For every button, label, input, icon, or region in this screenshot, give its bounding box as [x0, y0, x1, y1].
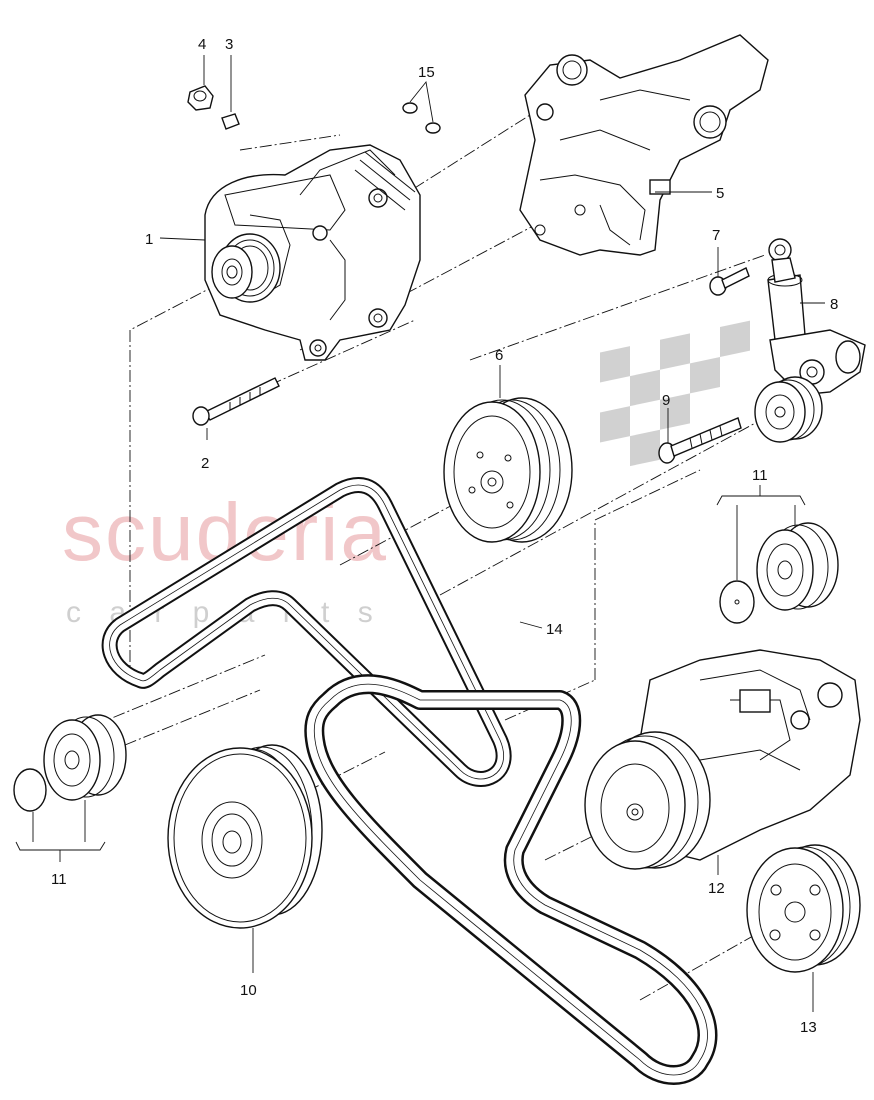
bolt-7 [709, 267, 750, 296]
callout-12: 12 [708, 880, 725, 897]
accessory-bracket [519, 34, 769, 256]
assembly-lines [94, 114, 791, 1001]
main-drive-belt [304, 674, 718, 1085]
callout-13: 13 [800, 1019, 817, 1036]
pulley-13 [746, 844, 861, 973]
alternator-pulley [211, 233, 281, 303]
callout-11-right: 11 [752, 467, 768, 484]
leader-lines [159, 55, 825, 1012]
bolt-9 [658, 417, 742, 464]
callout-4: 4 [198, 36, 206, 53]
alternator [204, 144, 421, 361]
callout-2: 2 [201, 455, 209, 472]
pulley-6 [443, 397, 573, 543]
belt-tensioner [767, 238, 866, 396]
watermark: scuderia c a r p a r t s [62, 320, 750, 629]
callout-7: 7 [712, 227, 720, 244]
small-drive-belt [101, 477, 512, 787]
callouts: 1 2 3 4 5 6 7 8 9 10 11 11 12 13 14 15 [51, 36, 838, 1036]
callout-1: 1 [145, 231, 153, 248]
callout-8: 8 [830, 296, 838, 313]
callout-6: 6 [495, 347, 503, 364]
nut-4 [187, 85, 214, 111]
callout-5: 5 [716, 185, 724, 202]
sleeve-3 [221, 113, 240, 130]
callout-3: 3 [225, 36, 233, 53]
crankshaft-pulley [167, 744, 323, 929]
washers-15 [402, 102, 441, 134]
idler-roller-left [13, 714, 127, 812]
ac-compressor [584, 649, 861, 870]
callout-10: 10 [240, 982, 257, 999]
callout-15: 15 [418, 64, 435, 81]
bracket-11-left [15, 800, 106, 862]
callout-14: 14 [546, 621, 563, 638]
checkered-flag-logo [600, 320, 750, 467]
tensioner-roller [754, 376, 823, 443]
callout-11-left: 11 [51, 871, 67, 888]
bracket-11-right [716, 485, 806, 580]
idler-roller-right [719, 522, 839, 624]
callout-9: 9 [662, 392, 670, 409]
bolt-2 [192, 377, 280, 426]
